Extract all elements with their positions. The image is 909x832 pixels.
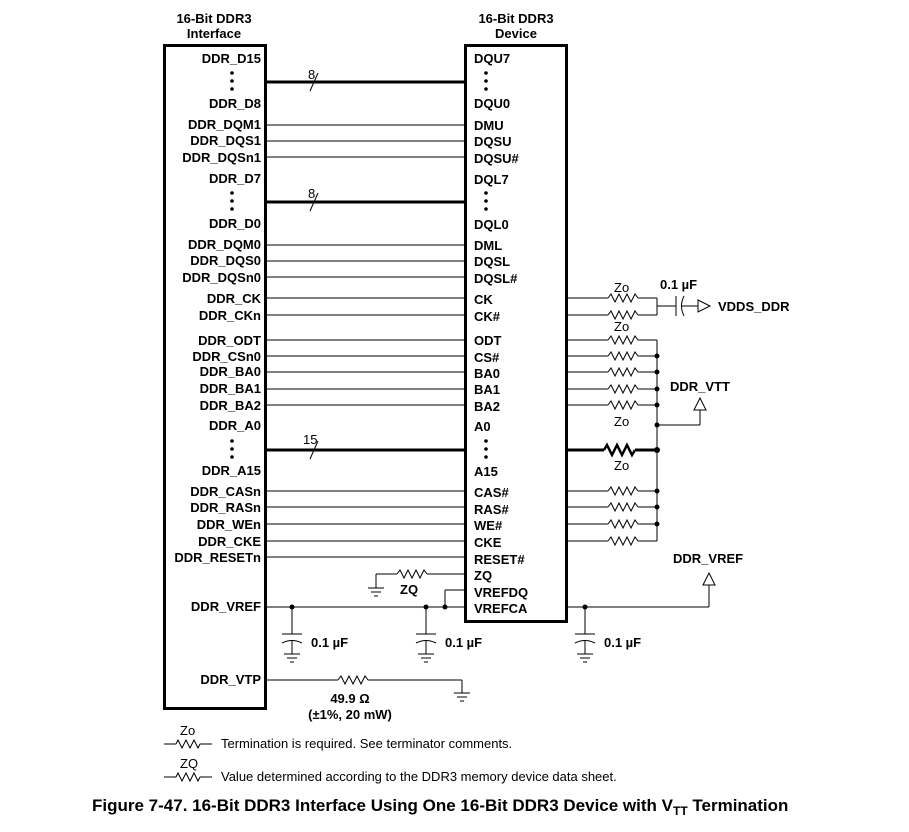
ddr3-device-block — [464, 44, 568, 623]
pin-dqsu: DQSU — [474, 134, 512, 149]
pin-dqu7: DQU7 — [474, 51, 510, 66]
pin-ddr-dqm0: DDR_DQM0 — [188, 237, 261, 252]
pin-dqu0: DQU0 — [474, 96, 510, 111]
pin-we-n: WE# — [474, 518, 503, 533]
bus-width-address: 15 — [303, 432, 317, 447]
pin-ddr-ba2: DDR_BA2 — [200, 398, 261, 413]
caption-main: Figure 7-47. 16-Bit DDR3 Interface Using… — [92, 796, 674, 815]
pin-ddr-dqsn0: DDR_DQSn0 — [182, 270, 261, 285]
pin-cke: CKE — [474, 535, 502, 550]
pin-ddr-cke: DDR_CKE — [198, 534, 261, 549]
pin-dqsl: DQSL — [474, 254, 510, 269]
zo-label-ck: Zo — [614, 280, 629, 295]
bus-width-upper: 8 — [308, 67, 315, 82]
pin-vrefdq: VREFDQ — [474, 585, 528, 600]
legend: Zo Termination is required. See terminat… — [164, 723, 617, 784]
pin-ddr-ba1: DDR_BA1 — [200, 381, 261, 396]
zq-label: ZQ — [400, 582, 418, 597]
cap-label-3: 0.1 µF — [604, 635, 641, 650]
figure-caption: Figure 7-47. 16-Bit DDR3 Interface Using… — [92, 796, 788, 818]
pin-dmu: DMU — [474, 118, 504, 133]
ddr-vtt-label: DDR_VTT — [670, 379, 730, 394]
legend-zo-label: Zo — [180, 723, 195, 738]
right-block-title-2: Device — [495, 26, 537, 41]
device-pin-labels: DQU7 DQU0 DMU DQSU DQSU# DQL7 DQL0 DML D… — [474, 51, 528, 616]
pin-ddr-d8: DDR_D8 — [209, 96, 261, 111]
left-block-title-2: Interface — [187, 26, 241, 41]
ddr3-interface-block — [163, 44, 267, 710]
pin-ddr-a15: DDR_A15 — [202, 463, 261, 478]
pin-dqsl-n: DQSL# — [474, 271, 518, 286]
ddr-vref-label: DDR_VREF — [673, 551, 743, 566]
pin-ba1: BA1 — [474, 382, 500, 397]
pin-odt: ODT — [474, 333, 502, 348]
pin-ddr-d7: DDR_D7 — [209, 171, 261, 186]
pin-dqsu-n: DQSU# — [474, 151, 520, 166]
pin-ellipsis-dots — [230, 71, 488, 459]
zo-label-address: Zo — [614, 458, 629, 473]
data-address-buses: 8 8 15 — [266, 67, 657, 460]
vtp-res-spec: (±1%, 20 mW) — [308, 707, 392, 722]
pin-vrefca: VREFCA — [474, 601, 528, 616]
cap-label-2: 0.1 µF — [445, 635, 482, 650]
pin-ddr-resetn: DDR_RESETn — [174, 550, 261, 565]
legend-zq-label: ZQ — [180, 756, 198, 771]
pin-ba2: BA2 — [474, 399, 500, 414]
pin-ddr-wen: DDR_WEn — [197, 517, 261, 532]
signal-wires — [266, 124, 465, 558]
pin-ddr-dqsn1: DDR_DQSn1 — [182, 150, 261, 165]
pin-ddr-csn0: DDR_CSn0 — [192, 349, 261, 364]
legend-zq-text: Value determined according to the DDR3 m… — [221, 769, 617, 784]
cap-label-ck: 0.1 µF — [660, 277, 697, 292]
cap-label-1: 0.1 µF — [311, 635, 348, 650]
pin-ddr-d15: DDR_D15 — [202, 51, 261, 66]
vdds-ddr-label: VDDS_DDR — [718, 299, 790, 314]
interface-pin-labels: DDR_D15 DDR_D8 DDR_DQM1 DDR_DQS1 DDR_DQS… — [174, 51, 261, 687]
right-block-title-1: 16-Bit DDR3 — [478, 11, 553, 26]
pin-ddr-odt: DDR_ODT — [198, 333, 261, 348]
pin-a0: A0 — [474, 419, 491, 434]
left-block-title-1: 16-Bit DDR3 — [176, 11, 251, 26]
vref-network: DDR_VREF 0.1 µF 0.1 µF 0.1 µF — [266, 551, 743, 663]
zo-label-rail: Zo — [614, 414, 629, 429]
pin-ddr-ba0: DDR_BA0 — [200, 364, 261, 379]
pin-cs-n: CS# — [474, 350, 500, 365]
pin-ddr-d0: DDR_D0 — [209, 216, 261, 231]
pin-ck: CK — [474, 292, 493, 307]
pin-ddr-casn: DDR_CASn — [190, 484, 261, 499]
pin-ddr-vtp: DDR_VTP — [200, 672, 261, 687]
pin-dql7: DQL7 — [474, 172, 509, 187]
pin-ddr-ckn: DDR_CKn — [199, 308, 261, 323]
pin-ddr-vref: DDR_VREF — [191, 599, 261, 614]
pin-ck-n: CK# — [474, 309, 501, 324]
pin-ddr-dqs0: DDR_DQS0 — [190, 253, 261, 268]
pin-ddr-rasn: DDR_RASn — [190, 500, 261, 515]
vtp-res-value: 49.9 Ω — [330, 691, 369, 706]
zo-label-ckn: Zo — [614, 319, 629, 334]
caption-subscript: TT — [673, 804, 688, 818]
zq-network: ZQ — [368, 568, 465, 597]
pin-ras-n: RAS# — [474, 502, 509, 517]
pin-dql0: DQL0 — [474, 217, 509, 232]
pin-cas-n: CAS# — [474, 485, 509, 500]
pin-zq: ZQ — [474, 568, 492, 583]
pin-ba0: BA0 — [474, 366, 500, 381]
caption-tail: Termination — [688, 796, 789, 815]
vtp-network: 49.9 Ω (±1%, 20 mW) — [266, 674, 470, 722]
pin-ddr-a0: DDR_A0 — [209, 418, 261, 433]
pin-a15: A15 — [474, 464, 498, 479]
pin-ddr-dqm1: DDR_DQM1 — [188, 117, 261, 132]
bus-width-lower: 8 — [308, 186, 315, 201]
legend-zo-text: Termination is required. See terminator … — [221, 736, 512, 751]
pin-ddr-ck: DDR_CK — [207, 291, 262, 306]
pin-dml: DML — [474, 238, 502, 253]
vtt-termination-network: DDR_VTT Zo Zo — [566, 334, 730, 547]
pin-ddr-dqs1: DDR_DQS1 — [190, 133, 261, 148]
pin-reset-n: RESET# — [474, 552, 525, 567]
clock-termination: Zo Zo 0.1 µF VDDS_DDR — [566, 277, 790, 334]
